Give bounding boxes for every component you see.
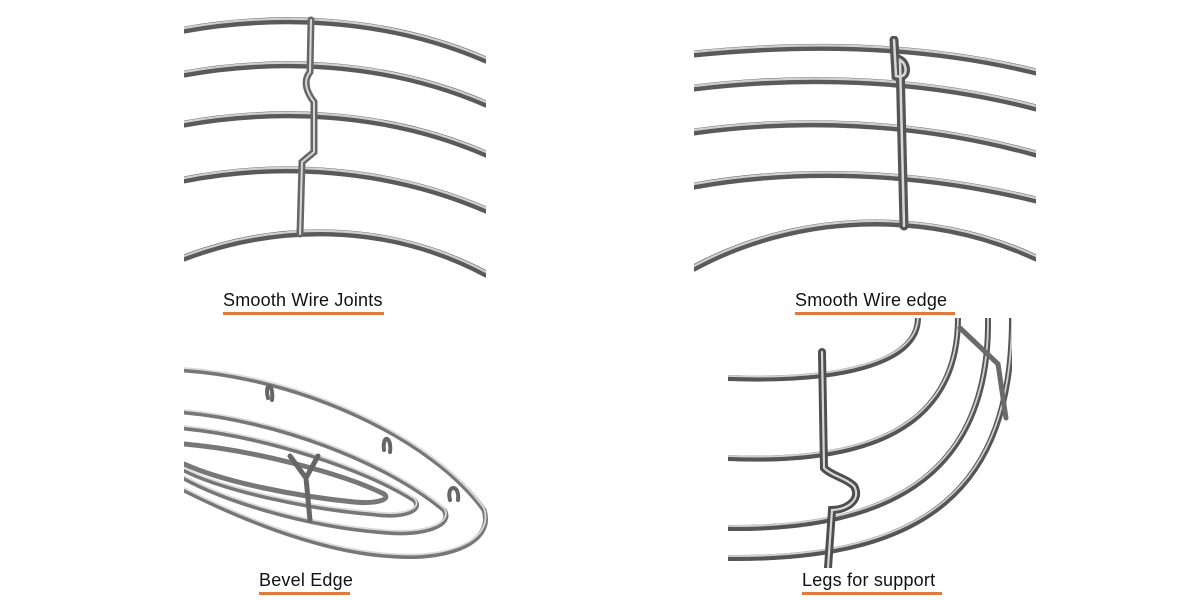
caption-smooth-wire-joints: Smooth Wire Joints <box>223 290 383 310</box>
caption-underline-bevel <box>259 592 350 595</box>
caption-bevel-edge: Bevel Edge <box>259 570 354 590</box>
photo-legs-for-support <box>728 318 1012 568</box>
caption-underline-legs <box>802 592 942 595</box>
photo-wire-joints <box>184 12 486 296</box>
caption-underline-edge <box>795 312 955 315</box>
photo-bevel-edge <box>184 360 496 568</box>
caption-smooth-wire-edge: Smooth Wire edge <box>795 290 948 310</box>
caption-legs-for-support: Legs for support <box>802 570 936 590</box>
photo-wire-edge <box>694 36 1036 276</box>
caption-underline-joints <box>223 312 384 315</box>
